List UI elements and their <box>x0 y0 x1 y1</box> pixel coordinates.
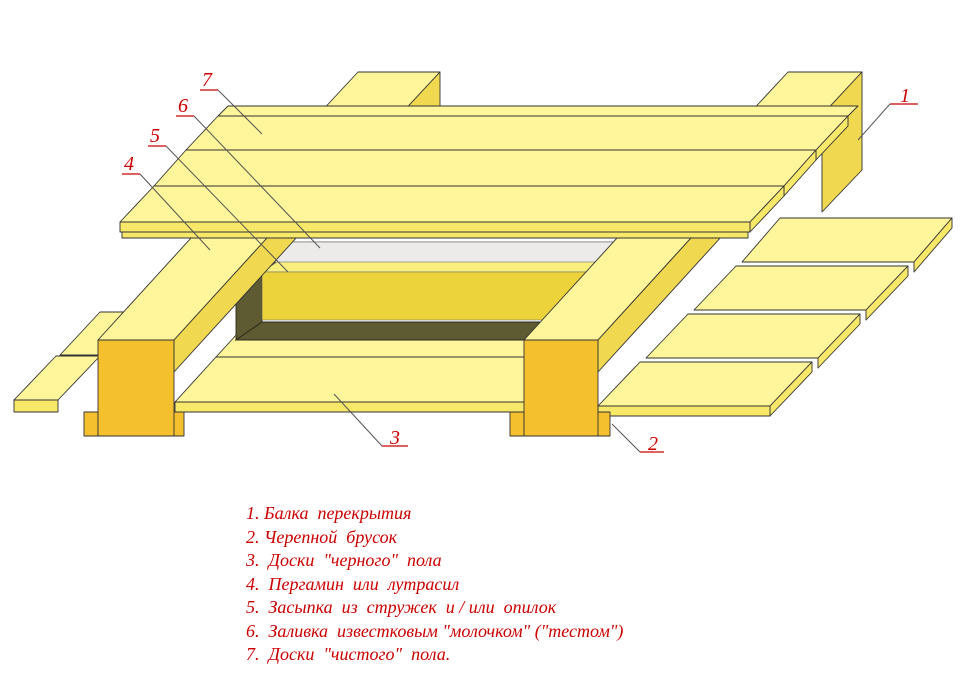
lime-wash-layer <box>268 241 619 263</box>
floor-construction-diagram: 1 2 3 4 5 6 7 <box>13 69 953 455</box>
legend-item-3: 3. Доски "черного" пола <box>246 550 442 570</box>
callout-4: 4 <box>124 153 134 175</box>
callout-7: 7 <box>202 69 213 91</box>
subfloor-boards-right <box>597 217 953 417</box>
legend-item-6: 6. Заливка известковым "молочком" ("тест… <box>246 620 624 641</box>
legend-item-1: 1. Балка перекрытия <box>246 503 412 523</box>
callout-3: 3 <box>389 427 400 449</box>
callout-1: 1 <box>900 85 910 107</box>
callout-5: 5 <box>150 125 160 147</box>
legend-item-7: 7. Доски "чистого" пола. <box>246 644 451 664</box>
legend-item-2: 2. Черепной брусок <box>246 526 398 547</box>
leader-lines <box>122 89 918 453</box>
legend-item-5: 5. Засыпка из стружек и / или опилок <box>246 597 557 617</box>
callout-6: 6 <box>178 95 188 117</box>
callout-2: 2 <box>648 433 658 455</box>
finished-floor-boards <box>119 105 859 239</box>
legend-list: 1. Балка перекрытия 2. Черепной брусок 3… <box>246 502 623 667</box>
fill-shavings <box>261 259 605 321</box>
cranial-bar-right <box>509 411 611 437</box>
legend-item-4: 4. Пергамин или лутрасил <box>246 573 460 594</box>
